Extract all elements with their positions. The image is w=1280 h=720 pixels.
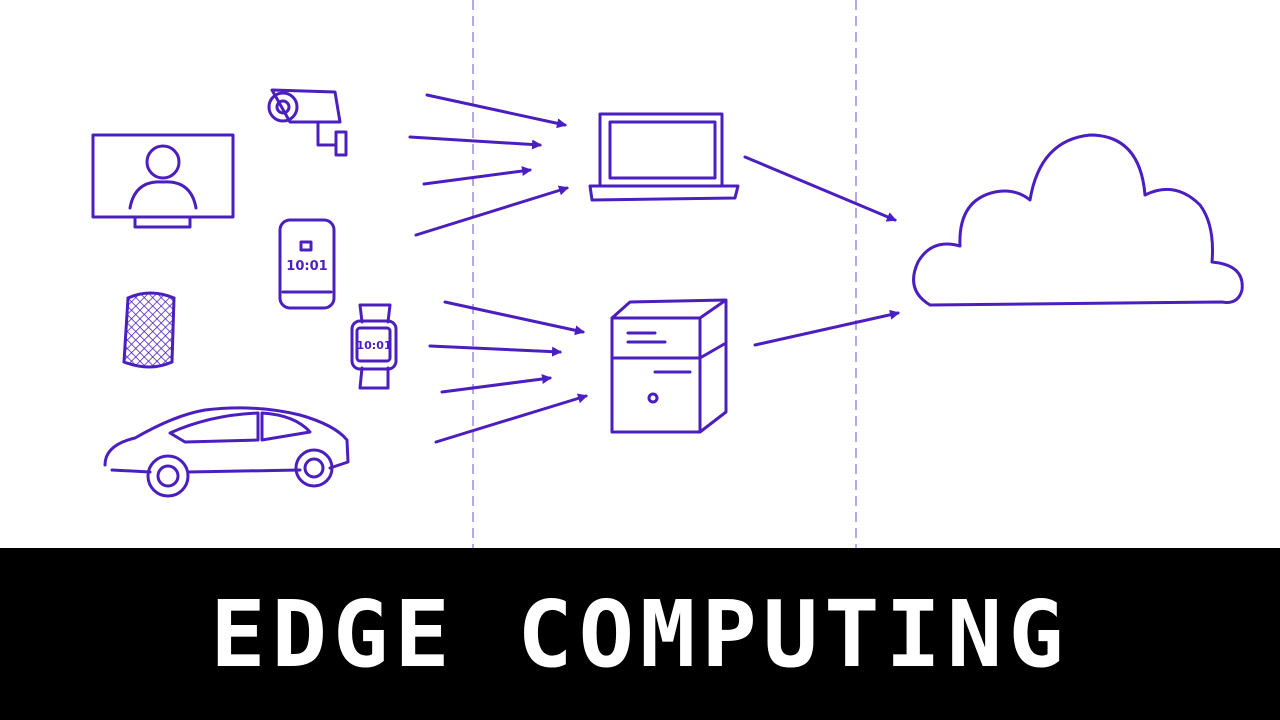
arrow bbox=[422, 166, 532, 186]
arrow bbox=[408, 135, 542, 150]
smart-speaker-icon bbox=[122, 291, 176, 369]
arrow bbox=[414, 185, 569, 237]
smartwatch-icon: 10:01 bbox=[350, 303, 398, 390]
phone-time: 10:01 bbox=[286, 259, 327, 274]
arrow-server-to-cloud bbox=[753, 309, 900, 347]
cloud-icon bbox=[912, 133, 1244, 307]
title-text: EDGE COMPUTING bbox=[210, 580, 1070, 688]
smartphone-icon: 10:01 bbox=[278, 218, 336, 310]
arrow bbox=[443, 300, 585, 336]
arrows-to-laptop bbox=[408, 93, 569, 237]
edge-computing-diagram: 10:01 10:01 bbox=[91, 0, 1244, 548]
security-camera-icon bbox=[267, 88, 348, 157]
title-banner: EDGE COMPUTING bbox=[0, 548, 1280, 720]
tv-icon bbox=[91, 133, 235, 229]
arrow-laptop-to-cloud bbox=[743, 155, 897, 222]
arrow bbox=[434, 393, 588, 444]
arrow bbox=[428, 344, 562, 357]
car-icon bbox=[103, 406, 350, 498]
arrow bbox=[425, 93, 567, 129]
arrows-to-server bbox=[428, 300, 588, 444]
laptop-icon bbox=[588, 112, 740, 202]
server-icon bbox=[610, 298, 728, 434]
watch-time: 10:01 bbox=[356, 339, 391, 352]
arrow bbox=[440, 374, 552, 394]
